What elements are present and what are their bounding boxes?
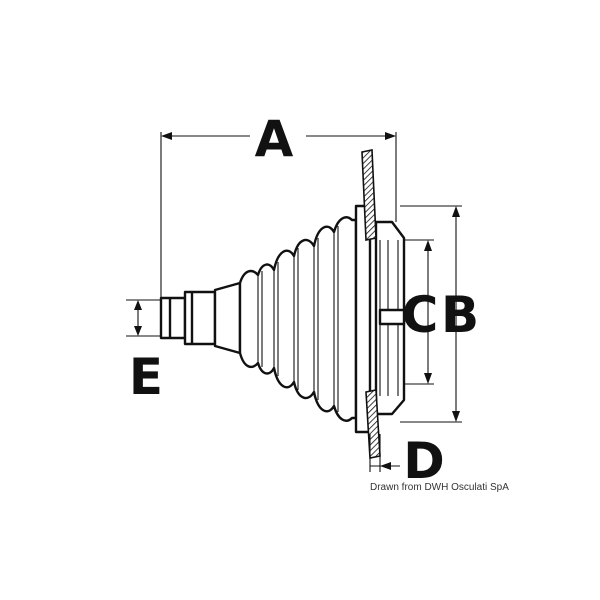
tip-tube — [159, 296, 187, 340]
label-d: D — [403, 432, 445, 490]
neck-section — [183, 290, 217, 346]
dimension-d — [369, 434, 400, 472]
credit-text: Drawn from DWH Osculati SpA — [370, 482, 509, 493]
dimension-c — [404, 239, 434, 385]
flare-section — [213, 281, 242, 355]
fold-lines — [257, 226, 339, 412]
panel-upper — [361, 149, 377, 241]
dimension-a — [160, 132, 397, 298]
label-b: B — [441, 286, 479, 344]
dimension-b — [400, 205, 462, 423]
label-a: A — [255, 110, 294, 168]
label-e: E — [129, 348, 163, 406]
center-slot — [378, 308, 406, 326]
dimension-e — [126, 299, 162, 337]
boot-outline — [159, 204, 406, 434]
label-c: C — [402, 286, 439, 344]
